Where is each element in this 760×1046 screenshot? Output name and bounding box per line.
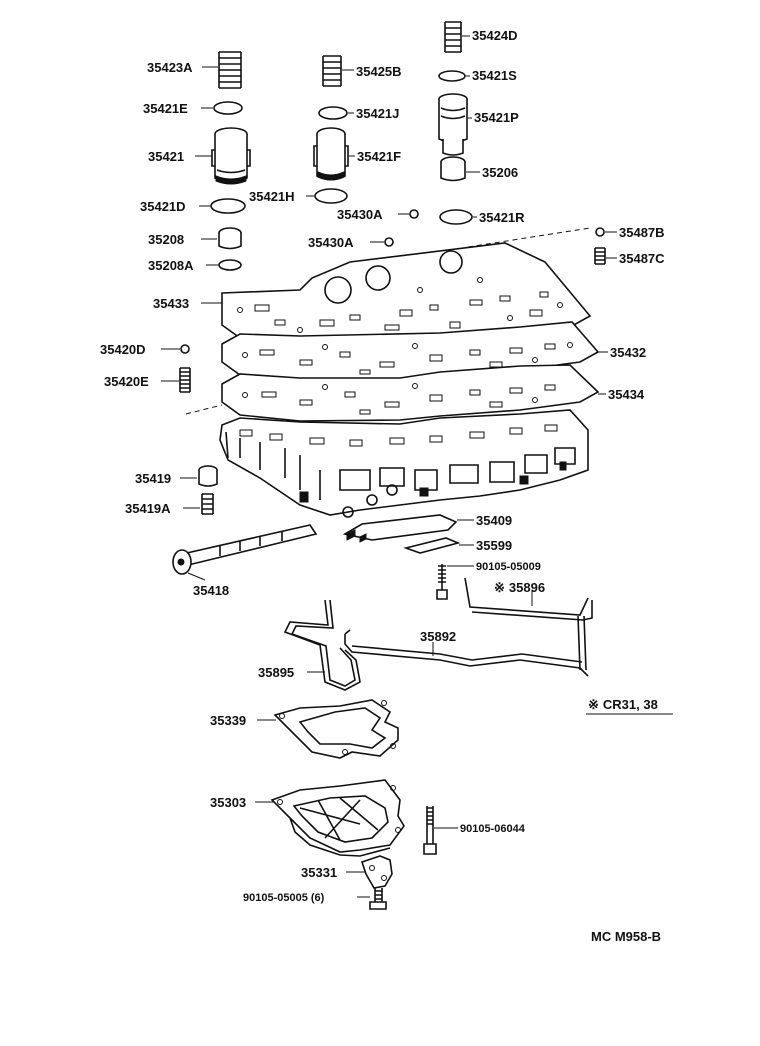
plug-35208 xyxy=(218,227,242,250)
label-35208A: 35208A xyxy=(148,258,194,273)
part-number-35896: 35896 xyxy=(509,580,545,595)
label-35434: 35434 xyxy=(608,387,645,402)
rod-35896 xyxy=(464,577,593,671)
oring-35421H xyxy=(314,188,348,204)
label-35421E: 35421E xyxy=(143,101,188,116)
clip-35895 xyxy=(283,599,361,691)
label-90105-05009: 90105-05009 xyxy=(476,561,541,573)
bolt-90105-05005 xyxy=(369,888,387,910)
spring-35424D xyxy=(444,21,462,53)
assembly-line-left xyxy=(185,404,223,415)
bolt-90105-06044 xyxy=(423,806,437,855)
oring-35421J xyxy=(318,106,348,120)
gasket-35434 xyxy=(221,364,600,422)
label-35421: 35421 xyxy=(148,149,184,164)
label-35421H: 35421H xyxy=(249,189,295,204)
note-models: CR31, 38 xyxy=(603,697,658,712)
spring-35425B xyxy=(322,55,342,87)
ball-35430A-top xyxy=(409,209,419,219)
label-35409: 35409 xyxy=(476,513,512,528)
spring-35420E xyxy=(179,367,191,393)
label-35420E: 35420E xyxy=(104,374,149,389)
note-text: ※ CR31, 38 xyxy=(588,697,658,712)
bracket-35331 xyxy=(360,855,393,889)
oring-35421S xyxy=(438,70,466,82)
sleeve-35421 xyxy=(211,127,251,185)
label-35206: 35206 xyxy=(482,165,518,180)
ball-35430A-mid xyxy=(384,237,394,247)
plug-35206 xyxy=(440,156,466,182)
ball-35487B xyxy=(595,227,605,237)
label-35418: 35418 xyxy=(193,583,229,598)
label-35339: 35339 xyxy=(210,713,246,728)
label-35208: 35208 xyxy=(148,232,184,247)
label-35421D: 35421D xyxy=(140,199,186,214)
note-mark-35896: ※ xyxy=(494,580,505,595)
label-35421F: 35421F xyxy=(357,149,401,164)
label-35896: ※ 35896 xyxy=(494,580,545,595)
gasket-35339 xyxy=(273,699,399,759)
rod-35892 xyxy=(344,629,589,677)
oring-35421R xyxy=(439,209,473,225)
oring-35208A xyxy=(218,259,242,271)
label-35895: 35895 xyxy=(258,665,294,680)
label-35487B: 35487B xyxy=(619,225,665,240)
label-35420D: 35420D xyxy=(100,342,146,357)
assembly-line-top xyxy=(467,227,591,248)
label-35432: 35432 xyxy=(610,345,646,360)
label-90105-05005: 90105-05005 (6) xyxy=(243,892,325,904)
spring-35423A xyxy=(218,51,242,89)
strainer-35303 xyxy=(270,779,405,857)
label-35421J: 35421J xyxy=(356,106,399,121)
label-35303: 35303 xyxy=(210,795,246,810)
oring-35421E xyxy=(213,101,243,115)
label-90105-06044: 90105-06044 xyxy=(460,823,526,835)
plate-35409 xyxy=(342,514,458,543)
gasket-35433 xyxy=(221,242,592,342)
label-35419: 35419 xyxy=(135,471,171,486)
spring-35419A xyxy=(201,493,214,515)
spring-35487C xyxy=(594,247,606,265)
label-35421S: 35421S xyxy=(472,68,517,83)
label-35892: 35892 xyxy=(420,629,456,644)
label-35430A-mid: 35430A xyxy=(308,235,354,250)
ball-35420D xyxy=(180,344,190,354)
plate-35599 xyxy=(403,537,461,554)
label-35430A-top: 35430A xyxy=(337,207,383,222)
label-35433: 35433 xyxy=(153,296,189,311)
label-35419A: 35419A xyxy=(125,501,171,516)
reference-code: MC M958-B xyxy=(591,929,661,944)
label-35425B: 35425B xyxy=(356,64,402,79)
cap-35419 xyxy=(198,465,218,487)
spool-35418 xyxy=(172,524,318,575)
bolt-90105-05009 xyxy=(436,564,448,600)
valve-35421P xyxy=(438,93,468,156)
label-35599: 35599 xyxy=(476,538,512,553)
valve-body xyxy=(219,409,589,518)
label-35331: 35331 xyxy=(301,865,337,880)
label-35421R: 35421R xyxy=(479,210,525,225)
sleeve-35421F xyxy=(313,127,349,181)
label-35487C: 35487C xyxy=(619,251,665,266)
label-35421P: 35421P xyxy=(474,110,519,125)
oring-35421D xyxy=(210,198,246,214)
label-35424D: 35424D xyxy=(472,28,518,43)
label-35423A: 35423A xyxy=(147,60,193,75)
note-mark: ※ xyxy=(588,697,599,712)
